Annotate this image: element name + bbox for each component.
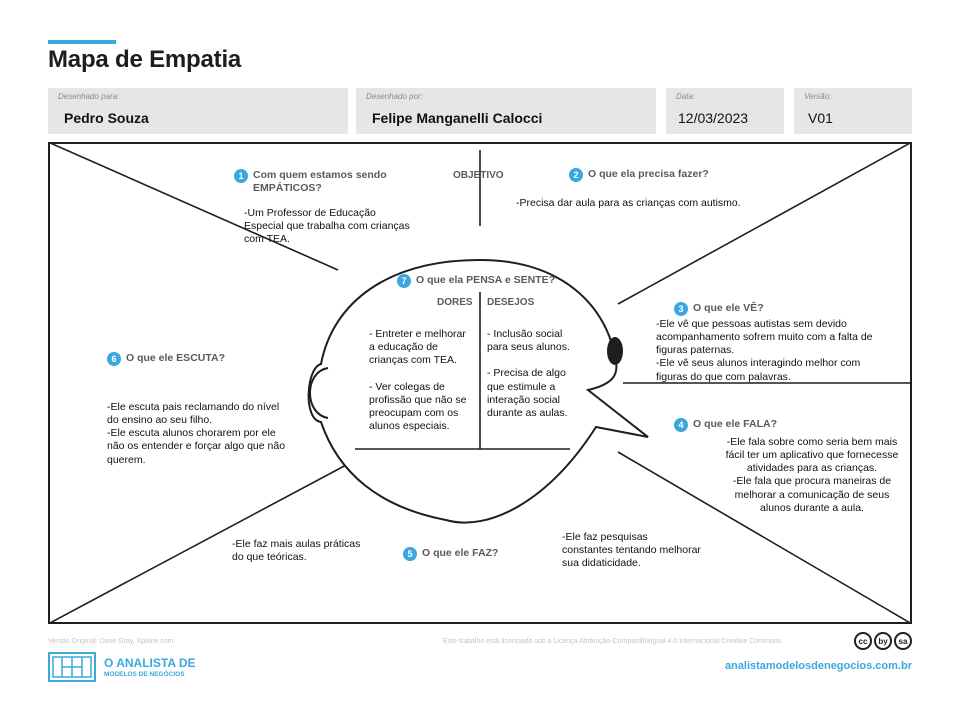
date-label: Data: xyxy=(676,92,696,101)
objective-label: OBJETIVO xyxy=(453,170,504,181)
date-value: 12/03/2023 xyxy=(678,110,749,126)
section-do-text-right[interactable]: -Ele faz pesquisas constantes tentando m… xyxy=(562,531,701,570)
section-need-text[interactable]: -Precisa dar aula para as crianças com a… xyxy=(516,197,741,209)
pains-label: DORES xyxy=(437,297,473,308)
section-say-title: 4 O que ele FALA? xyxy=(674,418,777,432)
footer-license-text: Este trabalho está licenciado sob a Lice… xyxy=(443,638,784,645)
empathy-map-diagram xyxy=(48,142,912,624)
pains-text[interactable]: - Entreter e melhorar a educação de cria… xyxy=(369,328,467,432)
logo-text-line1: O ANALISTA DE xyxy=(104,656,196,670)
designed-for-field[interactable]: Desenhado para: Pedro Souza xyxy=(48,88,348,134)
section-hear-text[interactable]: -Ele escuta pais reclamando do nível do … xyxy=(107,401,286,466)
title-accent-bar xyxy=(48,40,116,44)
divider-bottom-left xyxy=(48,463,349,624)
designed-by-label: Desenhado por: xyxy=(366,92,423,101)
designed-by-field[interactable]: Desenhado por: Felipe Manganelli Calocci xyxy=(356,88,656,134)
gains-label: DESEJOS xyxy=(487,297,535,308)
section-need-title: 2 O que ela precisa fazer? xyxy=(569,168,709,182)
head-outline xyxy=(307,258,649,524)
divider-bottom-right xyxy=(617,451,912,624)
section-number-badge: 4 xyxy=(674,418,688,432)
designed-by-value: Felipe Manganelli Calocci xyxy=(372,110,543,126)
designed-for-label: Desenhado para: xyxy=(58,92,120,101)
section-number-badge: 2 xyxy=(569,168,583,182)
section-number-badge: 6 xyxy=(107,352,121,366)
logo-icon xyxy=(48,652,96,682)
section-see-text[interactable]: -Ele vê que pessoas autistas sem devido … xyxy=(656,318,873,383)
section-do-text-left[interactable]: -Ele faz mais aulas práticas do que teór… xyxy=(232,538,361,564)
cc-by-icon: by xyxy=(874,632,892,650)
section-number-badge: 3 xyxy=(674,302,688,316)
version-value: V01 xyxy=(808,110,833,126)
logo-text-line2: MODELOS DE NEGÓCIOS xyxy=(104,671,185,678)
version-label: Versão: xyxy=(804,92,832,101)
section-who-title: 1 Com quem estamos sendo EMPÁTICOS? xyxy=(234,169,387,194)
designed-for-value: Pedro Souza xyxy=(64,110,149,126)
logo-grid-icon xyxy=(52,656,92,678)
section-number-badge: 5 xyxy=(403,547,417,561)
section-number-badge: 1 xyxy=(234,169,248,183)
footer-original-credit: Versão Original: Dave Gray, Xplane.com xyxy=(48,638,174,645)
eye-shape xyxy=(607,337,623,365)
gains-text[interactable]: - Inclusão social para seus alunos. - Pr… xyxy=(487,328,570,419)
section-think-title: 7 O que ela PENSA e SENTE? xyxy=(397,274,555,288)
cc-sa-icon: sa xyxy=(894,632,912,650)
cc-icon: cc xyxy=(854,632,872,650)
section-say-text[interactable]: -Ele fala sobre como seria bem mais fáci… xyxy=(725,436,899,514)
date-field[interactable]: Data: 12/03/2023 xyxy=(666,88,784,134)
section-see-title: 3 O que ele VÊ? xyxy=(674,302,764,316)
page-title: Mapa de Empatia xyxy=(48,46,242,73)
ear-outline xyxy=(309,367,329,419)
section-do-title: 5 O que ele FAZ? xyxy=(403,547,498,561)
website-link[interactable]: analistamodelosdenegocios.com.br xyxy=(724,660,912,672)
section-hear-title: 6 O que ele ESCUTA? xyxy=(107,352,225,366)
version-field[interactable]: Versão: V01 xyxy=(794,88,912,134)
section-who-text[interactable]: -Um Professor de Educação Especial que t… xyxy=(244,207,410,246)
divider-top-right xyxy=(617,142,912,305)
section-number-badge: 7 xyxy=(397,274,411,288)
divider-top-left xyxy=(48,142,339,271)
